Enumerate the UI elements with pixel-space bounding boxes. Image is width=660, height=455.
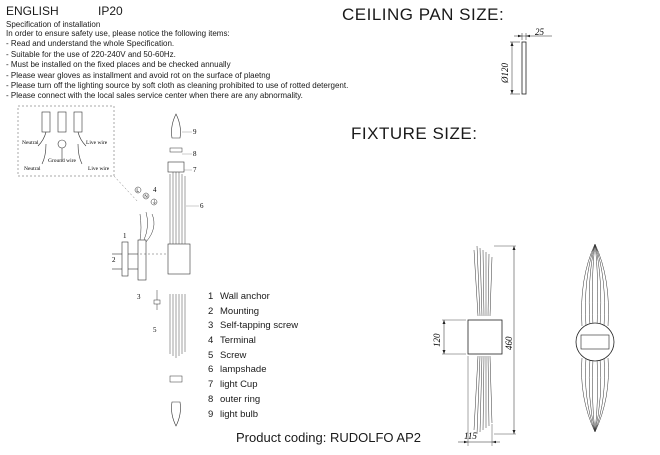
callout-8: 8: [193, 150, 197, 158]
callout-2: 2: [112, 256, 116, 264]
spec-item: - Suitable for the use of 220-240V and 5…: [6, 49, 176, 59]
wall-plate: [467, 319, 503, 355]
ground-label: Ground wire: [48, 158, 77, 164]
lower-lampshade: [169, 294, 186, 358]
wiring-inset: [17, 105, 115, 177]
installation-exploded-view: Neutral Live wire Ground wire Neutral Li…: [17, 105, 204, 427]
callout-6: 6: [200, 202, 204, 210]
callout-7: 7: [193, 166, 197, 174]
product-coding: Product coding: RUDOLFO AP2: [236, 430, 421, 445]
fixture-body: [167, 243, 191, 275]
neutral-top-label: Neutral: [22, 140, 39, 146]
lower-light-bulb: [171, 401, 181, 427]
fixture-side-view: [575, 243, 615, 433]
fixture-depth-label: 115: [464, 431, 477, 441]
callout-4: 4: [153, 186, 157, 194]
upper-light-bulb: [171, 113, 181, 139]
spec-item: - Please turn off the lighting source by…: [6, 81, 349, 91]
ceiling-pan-diameter-label: Ø120: [500, 63, 510, 84]
spec-title: Specification of installation: [6, 20, 101, 29]
fixture-size-title: FIXTURE SIZE:: [351, 124, 478, 143]
neutral-bottom-label: Neutral: [24, 166, 41, 172]
terminal-symbols: L N ⏚: [134, 186, 158, 206]
wall-plate-part: [137, 239, 147, 281]
terminal-mark-l: L: [136, 189, 139, 194]
spec-item: - Please connect with the local sales se…: [6, 91, 303, 101]
spec-item: - Please wear gloves as installment and …: [6, 70, 271, 80]
callout-1: 1: [123, 232, 127, 240]
crystal-rods: [473, 245, 493, 435]
ceiling-pan-drawing: 25 Ø120: [500, 28, 552, 95]
ceiling-pan-depth-label: 25: [535, 28, 545, 37]
mounting-bracket: [121, 241, 129, 277]
screw-part: [153, 290, 161, 310]
terminal-block: [41, 111, 83, 149]
specification: Specification of installation In order t…: [6, 20, 348, 102]
fixture-front-view: 120 460 115: [432, 245, 516, 446]
spec-item: - Read and understand the whole Specific…: [6, 39, 175, 49]
language-label: ENGLISH: [6, 4, 59, 18]
upper-lampshade: [169, 170, 186, 244]
ceiling-pan-title: CEILING PAN SIZE:: [342, 5, 505, 24]
terminal-mark-ground: ⏚: [152, 199, 157, 206]
spec-item: In order to ensure safety use, please no…: [6, 29, 230, 38]
terminal-mark-n: N: [144, 195, 148, 200]
callout-9: 9: [193, 128, 197, 136]
ip-rating: IP20: [98, 4, 123, 18]
live-top-label: Live wire: [86, 140, 108, 146]
live-bottom-label: Live wire: [88, 166, 110, 172]
outer-ring: [169, 147, 183, 153]
fixture-height-label: 460: [504, 336, 514, 350]
plate-height-label: 120: [432, 333, 442, 347]
callout-3: 3: [137, 293, 141, 301]
spec-item: - Must be installed on the fixed places …: [6, 60, 231, 70]
callout-numbers: 1 2 3 4 5 6 7 8 9: [112, 128, 204, 334]
callout-5: 5: [153, 326, 157, 334]
upper-light-cup: [167, 161, 185, 173]
